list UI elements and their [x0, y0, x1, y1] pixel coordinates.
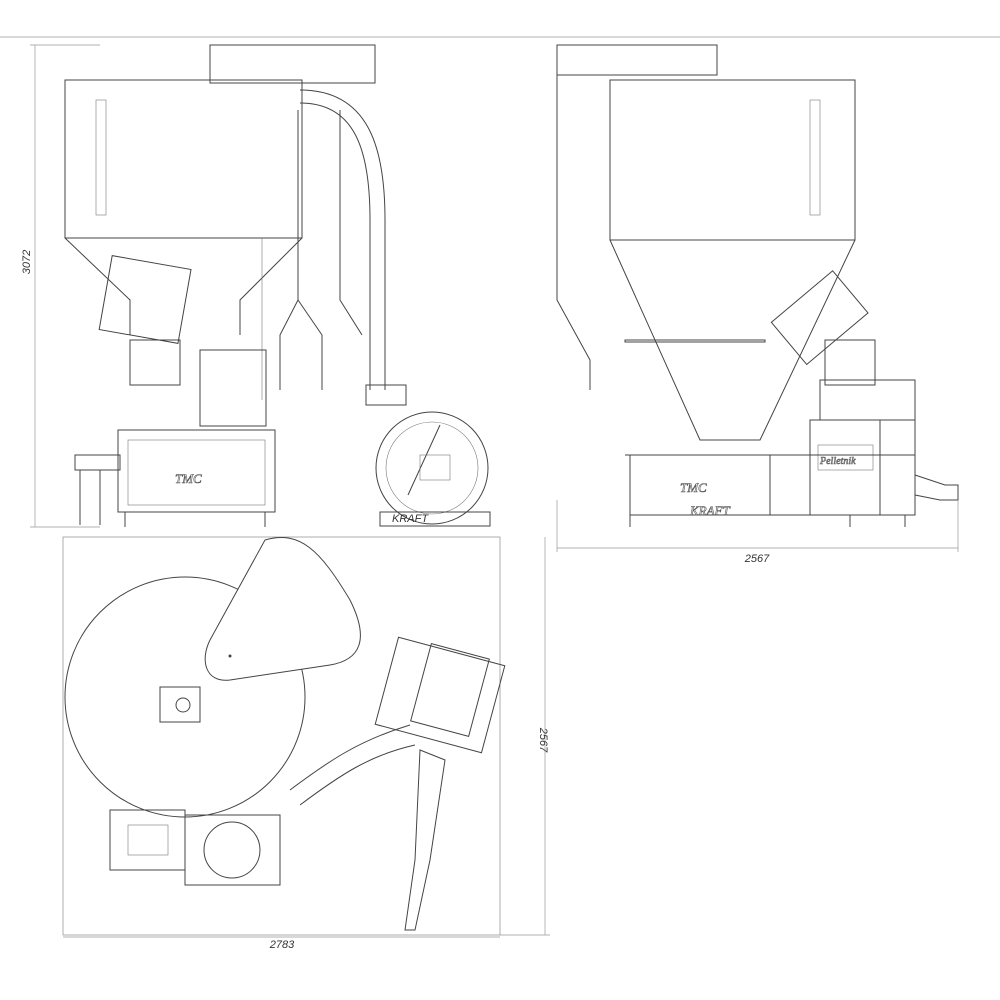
side-view: KRAFT TMC 3072: [21, 44, 491, 528]
pelletnik-logo: Pelletnik: [819, 456, 856, 467]
dimension-plan-depth-label: 2567: [537, 727, 549, 753]
dimension-height-label: 3072: [21, 250, 33, 274]
kraft-logo-side: KRAFT: [392, 513, 429, 525]
front-view: TMC Pelletnik KRAFT 2567: [556, 44, 959, 565]
tmc-logo-front: TMC: [680, 480, 707, 495]
dimension-front-width-label: 2567: [744, 553, 770, 565]
plan-view: 2783 2567: [62, 536, 550, 951]
dimension-plan-width-label: 2783: [269, 939, 295, 951]
kraft-logo-front: KRAFT: [689, 503, 730, 518]
tmc-logo-side: TMC: [175, 471, 202, 486]
